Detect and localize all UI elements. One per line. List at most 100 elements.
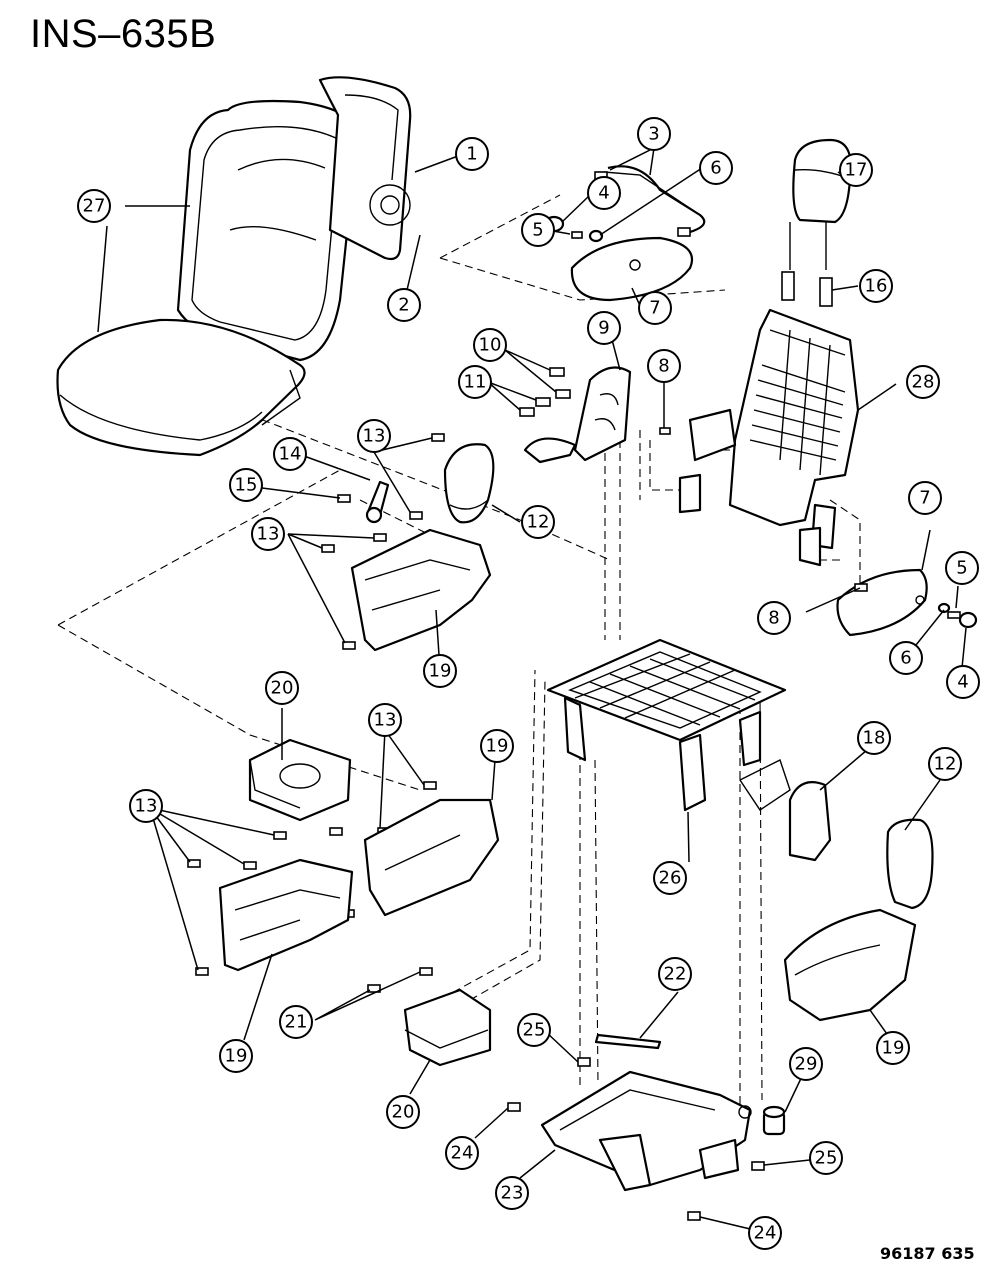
svg-text:16: 16 <box>865 276 888 297</box>
callout-13-d: 13 <box>129 789 163 823</box>
callout-25-left: 25 <box>517 1013 551 1047</box>
seat-pan-frame <box>546 638 787 812</box>
callout-19-lower-right: 19 <box>876 1031 910 1065</box>
seat-back-frame <box>678 308 860 567</box>
side-cover-upper <box>443 443 495 524</box>
side-shield-lower-left <box>218 858 354 972</box>
headrest <box>789 138 852 270</box>
callout-10: 10 <box>473 328 507 362</box>
callout-8-upper: 8 <box>647 349 681 383</box>
seat-base-riser <box>540 1070 752 1192</box>
callout-7-upper: 7 <box>638 291 672 325</box>
screws-upper <box>321 433 445 650</box>
callout-6-upper: 6 <box>699 151 733 185</box>
callout-2: 2 <box>387 288 421 322</box>
svg-text:22: 22 <box>664 964 687 985</box>
callout-29: 29 <box>789 1047 823 1081</box>
callout-11: 11 <box>458 365 492 399</box>
svg-text:7: 7 <box>919 488 930 509</box>
svg-text:6: 6 <box>710 158 721 179</box>
seat-cushion-and-back <box>56 99 360 457</box>
callout-14: 14 <box>273 437 307 471</box>
svg-text:20: 20 <box>392 1102 415 1123</box>
svg-text:28: 28 <box>912 372 935 393</box>
callout-19-lower-left: 19 <box>219 1039 253 1073</box>
callout-4-lower: 4 <box>946 665 980 699</box>
svg-text:29: 29 <box>795 1054 818 1075</box>
recliner-base-plate <box>738 759 832 862</box>
svg-text:17: 17 <box>845 160 868 181</box>
svg-text:23: 23 <box>501 1183 524 1204</box>
callout-19-middle: 19 <box>480 729 514 763</box>
support-rod <box>594 1033 662 1050</box>
callout-22: 22 <box>658 957 692 991</box>
svg-text:19: 19 <box>429 661 452 682</box>
svg-text:19: 19 <box>225 1046 248 1067</box>
callout-23: 23 <box>495 1176 529 1210</box>
svg-text:21: 21 <box>285 1012 308 1033</box>
diagram-title: INS–635B <box>30 12 217 56</box>
callout-6-lower: 6 <box>889 641 923 675</box>
svg-text:18: 18 <box>863 728 886 749</box>
side-cover-lower <box>886 818 934 910</box>
callout-5-upper: 5 <box>521 213 555 247</box>
callout-13-a: 13 <box>357 419 391 453</box>
callout-18: 18 <box>857 721 891 755</box>
figure-code: 96187 635 <box>880 1244 975 1263</box>
callout-13-c: 13 <box>368 703 402 737</box>
lever-handle <box>337 480 390 524</box>
svg-text:1: 1 <box>466 144 477 165</box>
svg-text:19: 19 <box>882 1038 905 1059</box>
callout-16: 16 <box>859 269 893 303</box>
screws-base <box>507 1057 765 1221</box>
svg-text:24: 24 <box>451 1143 474 1164</box>
callout-27: 27 <box>77 189 111 223</box>
armrest-support-rod <box>594 165 706 237</box>
callout-12-upper: 12 <box>521 505 555 539</box>
svg-text:24: 24 <box>754 1223 777 1244</box>
svg-text:13: 13 <box>363 426 386 447</box>
svg-text:25: 25 <box>523 1020 546 1041</box>
armrest-lower <box>836 568 978 637</box>
side-shield-lower-right <box>783 908 917 1022</box>
svg-text:15: 15 <box>235 475 258 496</box>
callout-5-lower: 5 <box>945 551 979 585</box>
callout-13-b: 13 <box>251 517 285 551</box>
screws-bracket <box>367 967 433 993</box>
callout-19-upper: 19 <box>423 654 457 688</box>
callout-21: 21 <box>279 1005 313 1039</box>
svg-text:13: 13 <box>257 524 280 545</box>
cup-holder-lower <box>403 988 492 1067</box>
callout-9: 9 <box>587 311 621 345</box>
svg-text:2: 2 <box>398 295 409 316</box>
armrest-upper <box>570 236 693 302</box>
callout-1: 1 <box>455 137 489 171</box>
svg-text:12: 12 <box>527 512 550 533</box>
svg-text:3: 3 <box>648 124 659 145</box>
bushing <box>762 1105 786 1136</box>
callout-17: 17 <box>839 153 873 187</box>
svg-text:14: 14 <box>279 444 302 465</box>
callout-25-right: 25 <box>809 1141 843 1175</box>
back-panel <box>318 76 412 261</box>
svg-text:10: 10 <box>479 335 502 356</box>
svg-text:4: 4 <box>957 672 968 693</box>
callout-28: 28 <box>906 365 940 399</box>
headrest-guides <box>781 271 833 307</box>
svg-text:25: 25 <box>815 1148 838 1169</box>
svg-text:4: 4 <box>598 183 609 204</box>
svg-text:11: 11 <box>464 372 487 393</box>
callout-7-lower: 7 <box>908 481 942 515</box>
svg-text:5: 5 <box>956 558 967 579</box>
callout-8-lower: 8 <box>757 601 791 635</box>
callout-24-right: 24 <box>748 1216 782 1250</box>
svg-text:6: 6 <box>900 648 911 669</box>
callout-3: 3 <box>637 117 671 151</box>
side-shield-upper <box>350 528 492 652</box>
svg-text:13: 13 <box>374 710 397 731</box>
svg-text:7: 7 <box>649 298 660 319</box>
svg-text:26: 26 <box>659 868 682 889</box>
svg-text:5: 5 <box>532 220 543 241</box>
svg-text:13: 13 <box>135 796 158 817</box>
